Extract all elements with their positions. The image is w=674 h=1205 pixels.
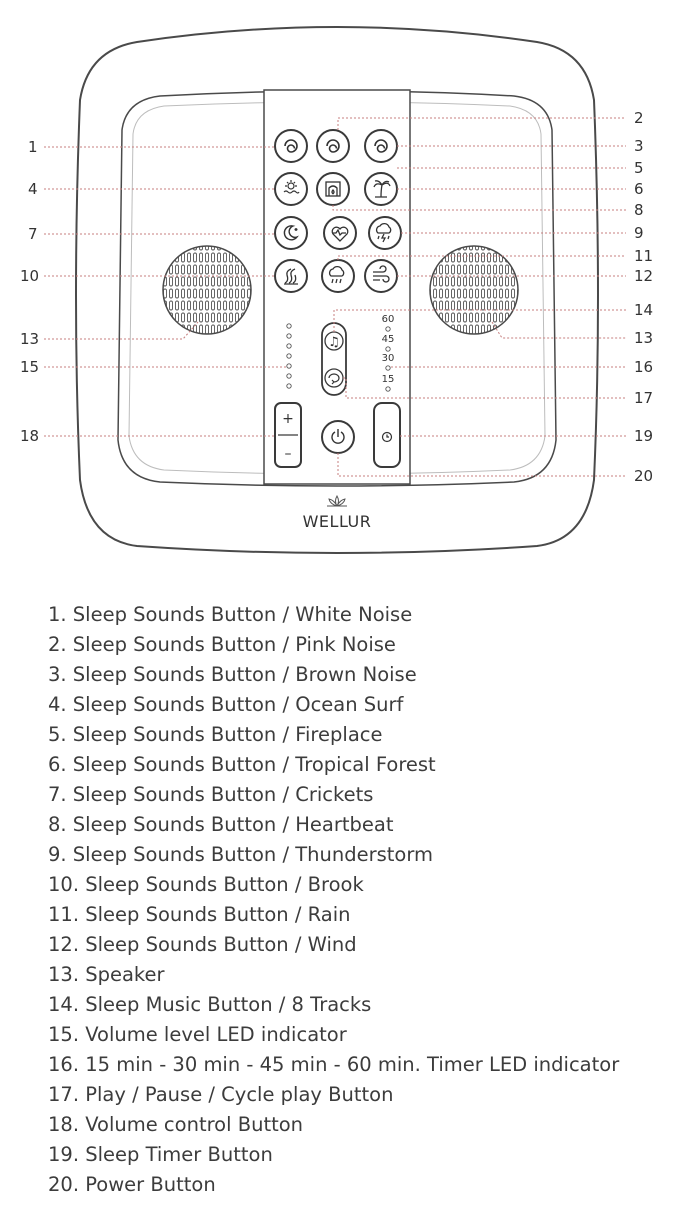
brand-logo-text: WELLUR <box>303 512 372 531</box>
volume-down-label: – <box>285 446 292 462</box>
legend-item: 6. Sleep Sounds Button / Tropical Forest <box>48 753 436 776</box>
legend-item: 11. Sleep Sounds Button / Rain <box>48 903 351 926</box>
sound-button-brook[interactable] <box>274 259 308 293</box>
legend-item: 18. Volume control Button <box>48 1113 304 1136</box>
legend-item: 1. Sleep Sounds Button / White Noise <box>48 603 413 626</box>
volume-led-indicator <box>286 323 292 389</box>
device-diagram: ♫ 60 45 30 15 + – WELLUR <box>20 26 653 554</box>
callout-8: 8 <box>634 201 644 219</box>
timer-mark-60: 60 <box>382 314 395 325</box>
sound-button-thunderstorm[interactable] <box>368 216 402 250</box>
play-pause-cycle-button[interactable] <box>324 368 344 388</box>
legend-item: 8. Sleep Sounds Button / Heartbeat <box>48 813 394 836</box>
speaker-left <box>162 245 252 335</box>
callout-9: 9 <box>634 224 644 242</box>
lotus-icon <box>327 495 347 507</box>
fireplace-icon <box>325 181 341 197</box>
storm-cloud-icon <box>375 222 392 243</box>
callout-11: 11 <box>634 247 653 265</box>
timer-led-indicator: 60 45 30 15 <box>382 314 395 392</box>
volume-up-label: + <box>282 411 294 427</box>
callout-15: 15 <box>20 358 39 376</box>
callout-19: 19 <box>634 427 653 445</box>
power-icon <box>331 429 345 444</box>
legend-item: 3. Sleep Sounds Button / Brown Noise <box>48 663 417 686</box>
legend-item: 13. Speaker <box>48 963 165 986</box>
callout-14: 14 <box>634 301 653 319</box>
callout-6: 6 <box>634 180 644 198</box>
callout-4: 4 <box>28 180 38 198</box>
swirl-icon <box>326 139 340 153</box>
sound-button-tropical-forest[interactable] <box>364 172 398 206</box>
callout-5: 5 <box>634 159 644 177</box>
sound-button-pink-noise[interactable] <box>316 129 350 163</box>
timer-mark-30: 30 <box>382 353 395 364</box>
legend-item: 16. 15 min - 30 min - 45 min - 60 min. T… <box>48 1053 620 1076</box>
component-legend: 1. Sleep Sounds Button / White Noise 2. … <box>48 600 619 1200</box>
legend-item: 2. Sleep Sounds Button / Pink Noise <box>48 633 396 656</box>
callout-17: 17 <box>634 389 653 407</box>
loop-icon <box>328 373 340 385</box>
music-note-icon: ♫ <box>328 335 340 350</box>
legend-item: 7. Sleep Sounds Button / Crickets <box>48 783 374 806</box>
legend-item: 20. Power Button <box>48 1173 216 1196</box>
sound-button-white-noise[interactable] <box>274 129 308 163</box>
legend-item: 9. Sleep Sounds Button / Thunderstorm <box>48 843 434 866</box>
sound-button-heartbeat[interactable] <box>323 216 357 250</box>
clock-icon <box>381 431 393 443</box>
callout-lines <box>44 117 626 477</box>
sound-button-wind[interactable] <box>364 259 398 293</box>
callout-numbers: 1 2 3 5 4 6 8 7 9 11 10 12 14 13 13 15 1… <box>20 109 653 485</box>
sleep-timer-button[interactable] <box>373 402 401 468</box>
speaker-right <box>429 245 519 335</box>
moon-stars-icon <box>283 225 299 241</box>
volume-control-button[interactable]: + – <box>274 402 302 468</box>
callout-20: 20 <box>634 467 653 485</box>
callout-18: 18 <box>20 427 39 445</box>
callout-12: 12 <box>634 267 653 285</box>
power-button[interactable] <box>321 420 355 454</box>
sound-button-brown-noise[interactable] <box>364 129 398 163</box>
legend-item: 10. Sleep Sounds Button / Brook <box>48 873 364 896</box>
sun-over-waves-icon <box>283 180 300 194</box>
legend-item: 12. Sleep Sounds Button / Wind <box>48 933 357 956</box>
callout-10: 10 <box>20 267 39 285</box>
timer-mark-15: 15 <box>382 374 395 385</box>
callout-13-right: 13 <box>634 329 653 347</box>
sound-button-crickets[interactable] <box>274 216 308 250</box>
callout-3: 3 <box>634 137 644 155</box>
heart-pulse-icon <box>331 226 349 242</box>
wind-icon <box>373 265 390 283</box>
swirl-icon <box>284 139 298 153</box>
sound-button-ocean-surf[interactable] <box>274 172 308 206</box>
swirl-icon <box>374 139 388 153</box>
legend-item: 17. Play / Pause / Cycle play Button <box>48 1083 394 1106</box>
rain-cloud-icon <box>328 265 345 284</box>
timer-mark-45: 45 <box>382 334 395 345</box>
legend-item: 19. Sleep Timer Button <box>48 1143 273 1166</box>
palm-tree-icon <box>373 180 391 198</box>
sound-button-rain[interactable] <box>321 259 355 293</box>
sleep-music-button[interactable]: ♫ <box>324 331 344 351</box>
stream-icon <box>284 268 298 285</box>
callout-13-left: 13 <box>20 330 39 348</box>
legend-item: 15. Volume level LED indicator <box>48 1023 347 1046</box>
callout-1: 1 <box>28 138 38 156</box>
legend-item: 5. Sleep Sounds Button / Fireplace <box>48 723 383 746</box>
sound-button-fireplace[interactable] <box>316 172 350 206</box>
legend-item: 14. Sleep Music Button / 8 Tracks <box>48 993 372 1016</box>
callout-16: 16 <box>634 358 653 376</box>
callout-2: 2 <box>634 109 644 127</box>
callout-7: 7 <box>28 225 38 243</box>
legend-item: 4. Sleep Sounds Button / Ocean Surf <box>48 693 404 716</box>
